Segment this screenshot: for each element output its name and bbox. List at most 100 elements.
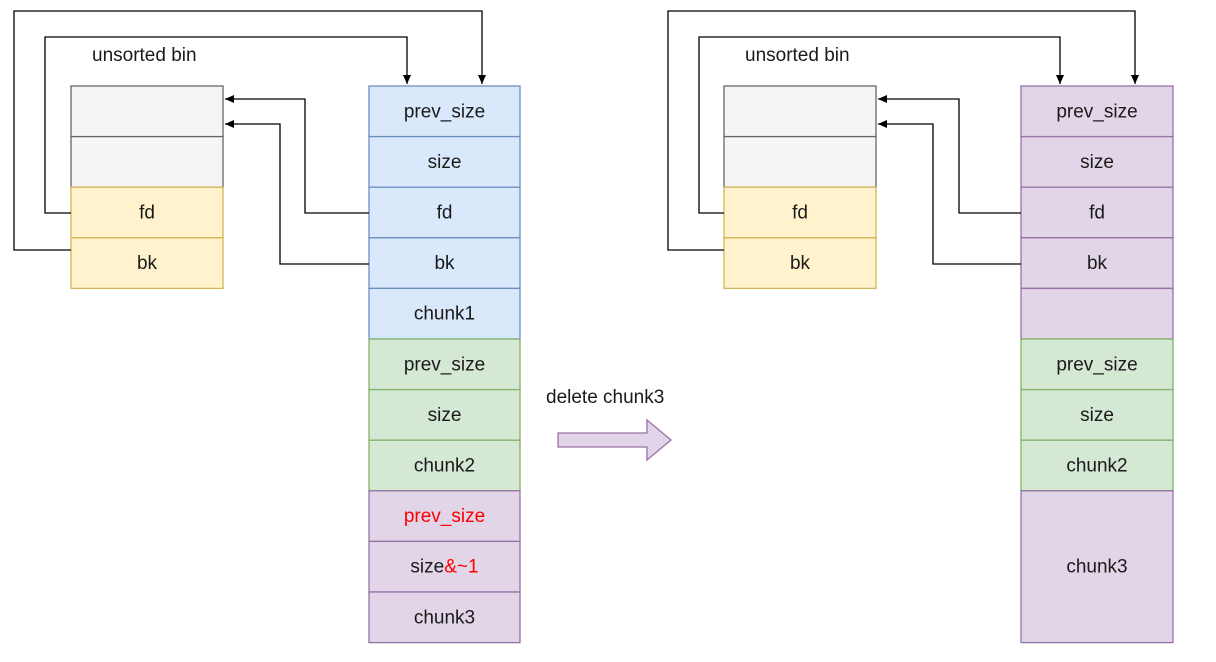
right-chunk-cell-box <box>1020 287 1174 340</box>
right-chunk-cell-text: bk <box>1087 253 1108 274</box>
left-chunk-cell-label: chunk2 <box>414 456 475 477</box>
left-bin-cell-box <box>70 237 224 290</box>
left-chunk-cell-text: prev_size <box>404 354 485 375</box>
left-chunk-cell-label: size&~1 <box>410 557 478 578</box>
right-chunk-cell-label: prev_size <box>1056 101 1137 122</box>
right-chunk-cell-label: fd <box>1089 203 1105 224</box>
left-chunk-cell-text: size <box>428 405 462 426</box>
right-bin-cell-empty <box>723 85 877 138</box>
left-chunk-cell-size: size <box>368 388 521 441</box>
right-chunk-cell-text: prev_size <box>1056 354 1137 375</box>
left-bin-cell-label: fd <box>139 203 155 224</box>
left-chunk-cell-box <box>368 439 521 492</box>
left-bin-fd-to-chunk-arrow <box>44 36 411 214</box>
left-bin-cell-box <box>70 135 224 188</box>
left-chunk-cell-text: prev_size <box>404 506 485 527</box>
right-chunk-cell-text: chunk3 <box>1066 557 1127 578</box>
right-bin-cell-bk: bk <box>723 237 877 290</box>
right-chunk-cell-prev-size: prev_size <box>1020 338 1174 391</box>
left-chunk-cell-label: prev_size <box>404 506 485 527</box>
right-chunk-cell-text: size <box>1080 152 1114 173</box>
left-chunk-cell-label: fd <box>437 203 453 224</box>
left-chunk-cell-box <box>368 237 521 290</box>
right-chunk-cell-label: chunk3 <box>1066 557 1127 578</box>
left-bin-cell-empty <box>70 135 224 188</box>
right-bin-cell-box <box>723 186 877 239</box>
left-chunk-cell-label: chunk1 <box>414 304 475 325</box>
left-bin-cell-text: fd <box>139 203 155 224</box>
left-chunk-cell-label: bk <box>434 253 455 274</box>
right-chunk-cell-label: size <box>1080 405 1114 426</box>
right-bin-bk-to-chunk-arrow <box>667 10 1139 251</box>
right-unsorted-bin-label: unsorted bin <box>745 45 850 66</box>
right-chunk-cell-text: prev_size <box>1056 101 1137 122</box>
right-chunk-cell-label: prev_size <box>1056 354 1137 375</box>
left-chunk-cell-size: size&~1 <box>368 540 521 593</box>
left-chunk-cell-box <box>368 85 521 138</box>
left-chunk-cell-chunk1: chunk1 <box>368 287 521 340</box>
left-chunk-cell-label: chunk3 <box>414 607 475 628</box>
left-chunk-cell-text: size <box>428 152 462 173</box>
left-chunk-cell-text: size <box>410 557 444 578</box>
right-bin-cell-box <box>723 85 877 138</box>
left-bin-cell-text: bk <box>137 253 158 274</box>
left-chunk-cell-label: prev_size <box>404 101 485 122</box>
right-bin-cell-label: fd <box>792 203 808 224</box>
right-bin-cell-box <box>723 135 877 188</box>
left-chunk-cell-prev-size: prev_size <box>368 490 521 543</box>
left-chunk-cell-chunk2: chunk2 <box>368 439 521 492</box>
transition: delete chunk3 <box>546 387 673 462</box>
right-chunk-cell-text: fd <box>1089 203 1105 224</box>
left-chunk-cell-size: size <box>368 135 521 188</box>
right-chunk-cell-chunk3: chunk3 <box>1020 490 1174 644</box>
left-bin-cell-fd: fd <box>70 186 224 239</box>
transition-arrow <box>557 418 673 462</box>
left-bin-cell-label: bk <box>137 253 158 274</box>
left-chunk-cell-box <box>368 135 521 188</box>
right-chunk-cell-fd: fd <box>1020 186 1174 239</box>
right-bin-cell-empty <box>723 135 877 188</box>
right-bin-cell-text: fd <box>792 203 808 224</box>
left-unsorted-bin-label: unsorted bin <box>92 45 197 66</box>
left-chunk-stack: prev_sizesizefdbkchunk1prev_sizesizechun… <box>368 85 521 644</box>
left-bin-cell-empty <box>70 85 224 138</box>
right-chunk-cell-bk: bk <box>1020 237 1174 290</box>
left-bin-cell-box <box>70 85 224 138</box>
left-chunk-cell-suffix: &~1 <box>444 557 478 578</box>
right-chunk-cell-text: chunk2 <box>1066 456 1127 477</box>
right-chunk-cell-label: size <box>1080 152 1114 173</box>
left-chunk-cell-label: size <box>428 405 462 426</box>
right-chunk-cell-chunk2: chunk2 <box>1020 439 1174 492</box>
right-chunk-cell-box <box>1020 186 1174 239</box>
right-unsorted-bin: fd bk <box>723 85 877 290</box>
left-chunk-cell-box <box>368 338 521 391</box>
right-chunk-cell-box <box>1020 338 1174 391</box>
right-bin-cell-box <box>723 237 877 290</box>
left-chunk-cell-bk: bk <box>368 237 521 290</box>
left-pointer-arrows <box>13 10 486 265</box>
right-chunk-cell-empty <box>1020 287 1174 340</box>
left-bin-bk-to-chunk-arrow <box>13 10 486 251</box>
right-chunk-cell-box <box>1020 237 1174 290</box>
right-bin-cell-fd: fd <box>723 186 877 239</box>
right-bin-cell-text: bk <box>790 253 811 274</box>
right-chunk-cell-prev-size: prev_size <box>1020 85 1174 138</box>
transition-label: delete chunk3 <box>546 387 664 408</box>
right-pointer-arrows <box>667 10 1139 265</box>
left-chunk-cell-prev-size: prev_size <box>368 85 521 138</box>
right-chunk-cell-label: bk <box>1087 253 1108 274</box>
right-chunk-cell-size: size <box>1020 388 1174 441</box>
left-chunk-cell-prev-size: prev_size <box>368 338 521 391</box>
left-chunk-bk-to-bin-arrow <box>225 120 369 265</box>
right-chunk-cell-label: chunk2 <box>1066 456 1127 477</box>
left-chunk-cell-text: bk <box>434 253 455 274</box>
left-chunk-cell-label: size <box>428 152 462 173</box>
right-chunk-fd-to-bin-arrow <box>878 95 1021 214</box>
left-bin-cell-box <box>70 186 224 239</box>
left-chunk-cell-text: chunk3 <box>414 607 475 628</box>
right-bin-fd-to-chunk-arrow <box>698 36 1064 214</box>
left-chunk-cell-text: chunk2 <box>414 456 475 477</box>
